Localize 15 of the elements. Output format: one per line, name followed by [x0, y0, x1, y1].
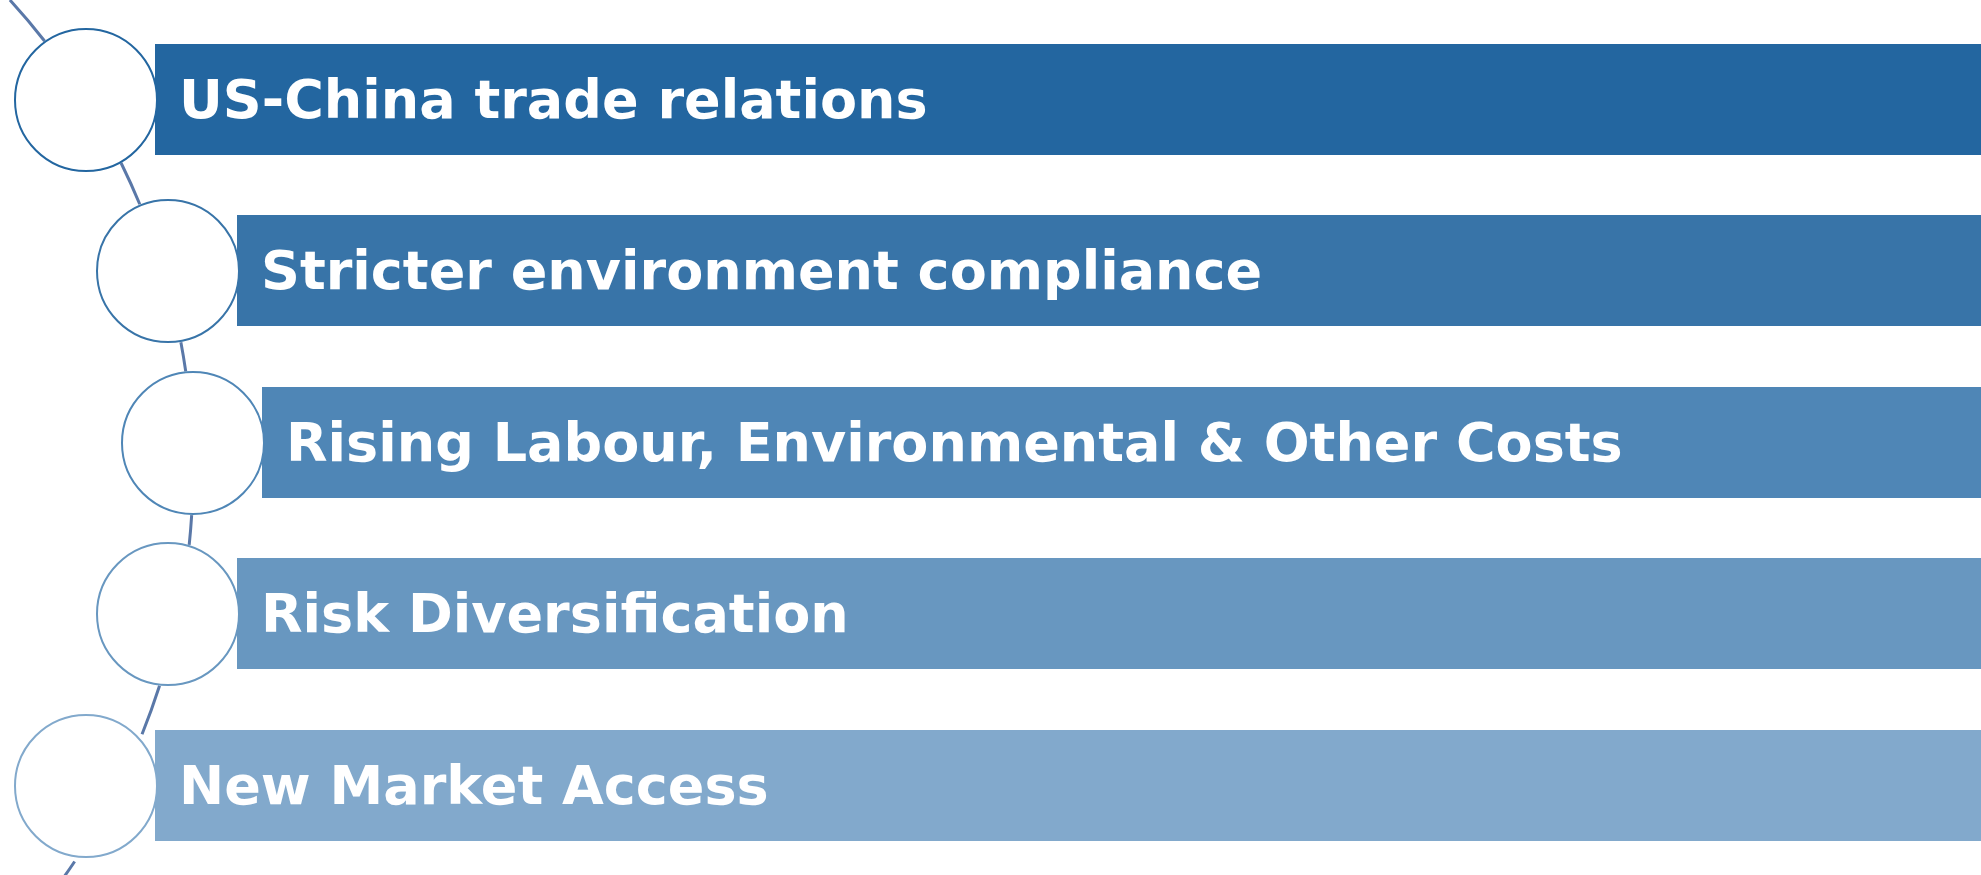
- list-bar: [155, 44, 1981, 155]
- item-label: Risk Diversification: [261, 582, 849, 645]
- arc-connector: [179, 342, 188, 372]
- list-bar: [237, 558, 1981, 669]
- list-bar: [262, 387, 1981, 498]
- item-label: New Market Access: [179, 754, 769, 817]
- list-bar: [237, 215, 1981, 326]
- item-label: US-China trade relations: [179, 68, 928, 131]
- item-label: Stricter environment compliance: [261, 239, 1263, 302]
- arc-connector: [119, 162, 142, 205]
- item-label: Rising Labour, Environmental & Other Costs: [286, 411, 1623, 474]
- arc-connector: [140, 685, 161, 735]
- arc-connector: [187, 515, 194, 546]
- arc-connector: [8, 0, 46, 42]
- list-bar: [155, 730, 1981, 841]
